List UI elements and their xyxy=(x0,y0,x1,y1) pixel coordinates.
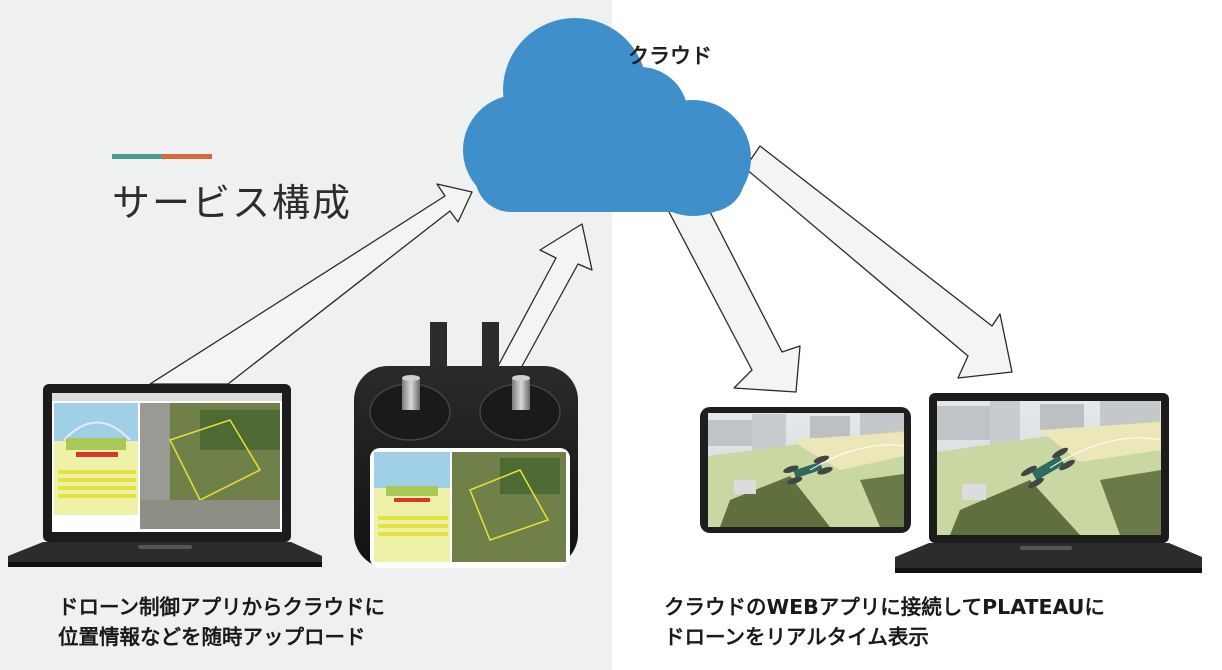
cloud-icon xyxy=(463,18,751,216)
caption-upload-line1: ドローン制御アプリからクラウドに xyxy=(58,595,385,619)
caption-upload: ドローン制御アプリからクラウドに 位置情報などを随時アップロード xyxy=(58,592,385,652)
arrow-icon xyxy=(744,145,1013,379)
page-title: サービス構成 xyxy=(112,181,353,225)
accent-bar-teal xyxy=(112,154,162,159)
caption-display-line2: ドローンをリアルタイム表示 xyxy=(664,625,929,649)
arrow-icon xyxy=(667,207,801,393)
accent-bar-orange xyxy=(162,154,212,159)
caption-display: クラウドのWEBアプリに接続してPLATEAUに ドローンをリアルタイム表示 xyxy=(664,592,1105,652)
cloud-label: クラウド xyxy=(628,44,712,68)
caption-display-line1: クラウドのWEBアプリに接続してPLATEAUに xyxy=(664,595,1105,619)
laptop-3d-icon xyxy=(895,393,1202,573)
arrow-icon xyxy=(149,183,473,385)
controller-icon xyxy=(354,322,578,568)
caption-upload-line2: 位置情報などを随時アップロード xyxy=(58,625,366,649)
laptop-icon xyxy=(8,384,322,567)
tablet-icon xyxy=(700,407,911,533)
arrow-icon xyxy=(496,223,593,369)
